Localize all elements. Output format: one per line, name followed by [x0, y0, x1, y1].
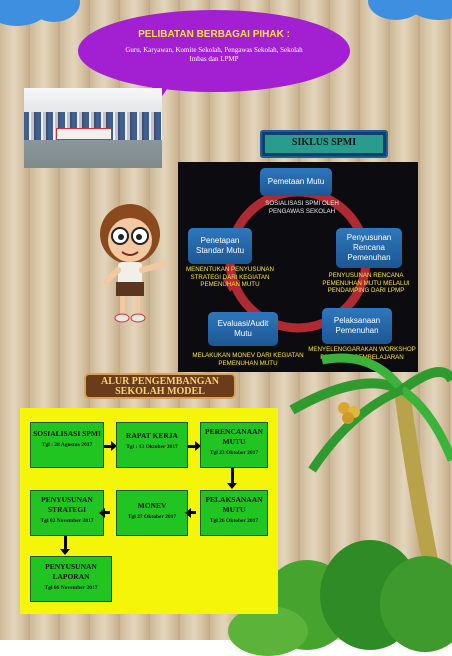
step-penyusunan-strategi: PENYUSUNAN STRATEGI Tgl 02 November 2017 [30, 490, 104, 536]
ann-pemetaan: SOSIALISASI SPMI OLEH PENGAWAS SEKOLAH [265, 200, 339, 215]
step-date: Tgl 23 Oktober 2017 [209, 450, 259, 456]
node-penyusunan: Penyusunan Rencana Pemenuhan [336, 228, 402, 268]
ann-penetapan: MENENTUKAN PENYUSUNAN STRATEGI DARI KEGI… [185, 266, 274, 288]
step-date: Tgl 02 November 2017 [40, 518, 94, 524]
arrow-right-icon [104, 441, 117, 451]
arrow-left-icon [190, 511, 196, 514]
step-date: Tgl : 13 Oktober 2017 [126, 444, 178, 450]
arrow-down-icon [60, 536, 70, 555]
step-title: PERENCANAAN MUTU [205, 427, 263, 446]
step-date: Tgl 06 November 2017 [44, 585, 98, 591]
step-monev: MONEV Tgl 27 Oktober 2017 [116, 490, 188, 536]
photo-banner [56, 128, 112, 140]
arrow-down-icon [227, 468, 237, 489]
group-photo [24, 88, 162, 168]
step-title: PENYUSUNAN LAPORAN [45, 562, 97, 581]
ann-penyusunan: PENYUSUNAN RENCANA PEMENUHAN MUTU MELALU… [322, 272, 410, 294]
step-rapat-kerja: RAPAT KERJA Tgl : 13 Oktober 2017 [116, 422, 188, 468]
step-perencanaan: PERENCANAAN MUTU Tgl 23 Oktober 2017 [200, 422, 268, 468]
node-pemetaan: Pemetaan Mutu [260, 168, 332, 196]
step-date: Tgl 27 Oktober 2017 [127, 514, 177, 520]
siklus-title: SIKLUS SPMI [265, 135, 383, 153]
cartoon-girl [100, 204, 167, 323]
node-pelaksanaan: Pelaksanaan Pemenuhan [322, 308, 392, 344]
ann-evaluasi: MELAKUKAN MONEV DARI KEGIATAN PEMENUHAN … [192, 352, 304, 367]
step-title: PENYUSUNAN STRATEGI [41, 495, 93, 514]
step-pelaksanaan: PELAKSANAAN MUTU Tgl 26 Oktober 2017 [200, 490, 268, 536]
spmi-cycle-diagram: Pemetaan Mutu SOSIALISASI SPMI OLEH PENG… [178, 162, 418, 372]
speech-bubble: PELIBATAN BERBAGAI PIHAK : Guru, Karyawa… [78, 10, 350, 92]
arrow-right-icon [188, 441, 201, 451]
step-title: MONEV [137, 501, 167, 510]
palm-tree [289, 353, 452, 570]
arrow-left-icon [104, 511, 110, 514]
flow-panel: SOSIALISASI SPMI Tgl : 28 Agustus 2017 R… [20, 408, 278, 614]
step-date: Tgl 26 Oktober 2017 [209, 518, 259, 524]
bubble-subtitle: Guru, Karyawan, Komite Sekolah, Pengawas… [125, 46, 303, 63]
step-date: Tgl : 28 Agustus 2017 [41, 442, 93, 448]
node-penetapan: Penetapan Standar Mutu [188, 228, 252, 264]
bubble-title: PELIBATAN BERBAGAI PIHAK : [138, 29, 290, 40]
alur-title: ALUR PENGEMBANGAN SEKOLAH MODEL [84, 373, 236, 399]
step-title: PELAKSANAAN MUTU [205, 495, 263, 514]
step-penyusunan-laporan: PENYUSUNAN LAPORAN Tgl 06 November 2017 [30, 556, 112, 602]
siklus-label: SIKLUS SPMI [260, 130, 388, 158]
step-title: RAPAT KERJA [126, 431, 178, 440]
step-title: SOSIALISASI SPMI [33, 429, 101, 438]
step-sosialisasi: SOSIALISASI SPMI Tgl : 28 Agustus 2017 [30, 422, 104, 468]
node-evaluasi: Evaluasi/Audit Mutu [208, 312, 278, 346]
